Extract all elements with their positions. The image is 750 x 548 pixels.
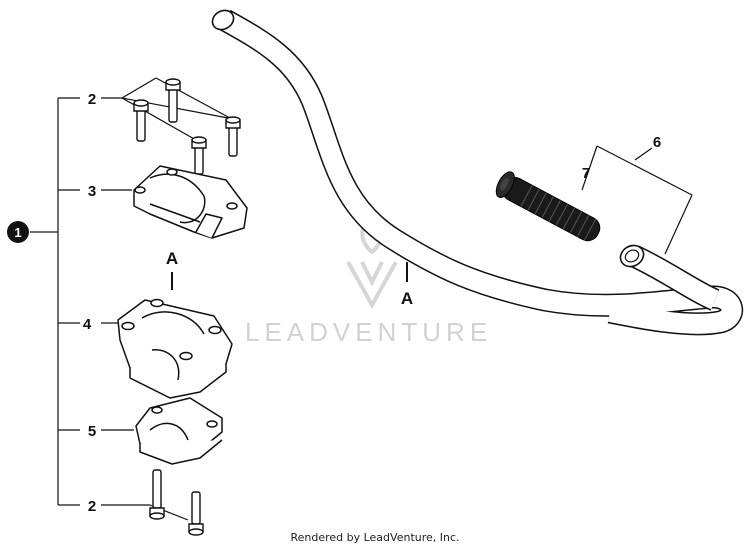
bolt: [188, 491, 204, 536]
grip[interactable]: [493, 169, 605, 246]
lower-holder[interactable]: [117, 298, 233, 399]
upper-holder[interactable]: [133, 165, 248, 239]
holder-base[interactable]: [135, 397, 223, 465]
callout-assembly-label: 1: [14, 225, 21, 240]
callout-leaders-right: [581, 145, 693, 255]
watermark: LEADVENTURE: [245, 208, 492, 347]
bolt: [149, 469, 165, 520]
reference-right: A: [401, 262, 413, 308]
callout-assembly[interactable]: 1: [7, 221, 29, 243]
bolts-top[interactable]: [133, 78, 241, 175]
handlebar-end-left: [211, 9, 235, 31]
credit-text: Rendered by LeadVenture, Inc.: [290, 531, 459, 544]
callout-holder-base[interactable]: 5: [88, 423, 96, 440]
bolt: [133, 99, 149, 142]
bolt: [165, 78, 181, 123]
watermark-text: LEADVENTURE: [245, 317, 492, 347]
callout-grip[interactable]: 7: [582, 165, 590, 182]
callout-lower-holder[interactable]: 4: [83, 316, 92, 333]
bolt: [191, 136, 207, 175]
reference-left: A: [166, 249, 178, 290]
callout-bolts-top[interactable]: 2: [88, 91, 96, 108]
bolt: [225, 116, 241, 157]
callout-bolts-bottom[interactable]: 2: [88, 498, 96, 515]
callout-handlebar[interactable]: 6: [653, 134, 661, 151]
handlebar[interactable]: [209, 7, 743, 336]
bolts-bottom[interactable]: [149, 469, 204, 536]
callout-upper-holder[interactable]: 3: [88, 183, 96, 200]
reference-right-label: A: [401, 289, 413, 308]
reference-left-label: A: [166, 249, 178, 268]
